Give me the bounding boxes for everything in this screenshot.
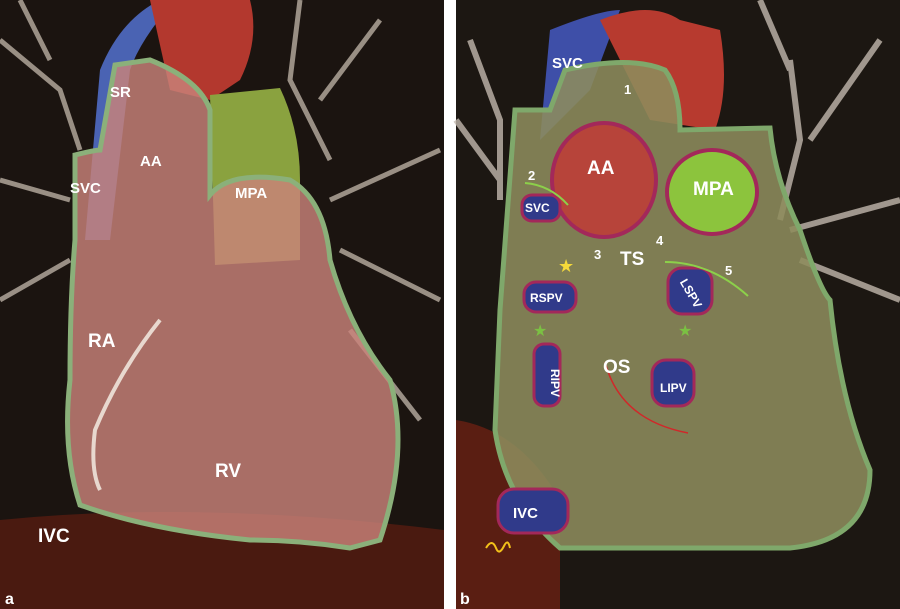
label-ts: TS bbox=[620, 249, 644, 270]
label-mpa: MPA bbox=[693, 179, 734, 200]
panel-b: ★ ★ ★ SVC 1 AA 2 MPA SVC 3 TS 4 5 RSPV L… bbox=[453, 0, 900, 609]
label-5: 5 bbox=[725, 263, 732, 278]
red-flow-arrow bbox=[604, 361, 689, 434]
aa-section bbox=[550, 121, 658, 239]
green-arrow-1 bbox=[524, 182, 569, 206]
coronary-artery bbox=[91, 318, 162, 491]
label-os: OS bbox=[603, 357, 630, 378]
label-aa: AA bbox=[587, 158, 615, 179]
panel-letter-b: b bbox=[460, 591, 470, 608]
yellow-star-icon: ★ bbox=[558, 256, 574, 277]
heart-outline bbox=[65, 57, 401, 551]
label-rspv: RSPV bbox=[530, 291, 563, 305]
label-1: 1 bbox=[624, 82, 631, 97]
label-3: 3 bbox=[594, 247, 601, 262]
lspv-section bbox=[666, 266, 714, 316]
label-lipv: LIPV bbox=[660, 381, 687, 395]
rspv-section bbox=[522, 280, 578, 314]
label-ivc: IVC bbox=[38, 526, 70, 547]
pulmonary-veins bbox=[496, 193, 714, 535]
label-aa: AA bbox=[140, 153, 162, 170]
panel-a: SR AA SVC MPA RA RV IVC a bbox=[0, 0, 444, 609]
label-svc: SVC bbox=[70, 180, 101, 197]
label-ripv: RIPV bbox=[548, 369, 562, 397]
lipv-section bbox=[650, 358, 696, 408]
label-svc: SVC bbox=[525, 201, 550, 215]
artist-signature bbox=[485, 541, 511, 553]
label-4: 4 bbox=[656, 233, 664, 248]
svc-section bbox=[520, 193, 562, 223]
label-mpa: MPA bbox=[235, 185, 267, 202]
ivc-section bbox=[496, 487, 570, 535]
label-svc-top: SVC bbox=[552, 55, 583, 72]
mpa-section bbox=[665, 148, 759, 236]
label-sr: SR bbox=[110, 84, 131, 101]
ripv-section bbox=[532, 342, 562, 408]
green-star-icon: ★ bbox=[678, 321, 692, 340]
green-star-icon: ★ bbox=[533, 321, 547, 340]
label-rv: RV bbox=[215, 461, 241, 482]
label-ra: RA bbox=[88, 331, 116, 352]
label-2: 2 bbox=[528, 168, 535, 183]
green-arrow-2 bbox=[664, 261, 749, 297]
label-ivc: IVC bbox=[513, 505, 538, 522]
panel-letter-a: a bbox=[5, 591, 14, 608]
